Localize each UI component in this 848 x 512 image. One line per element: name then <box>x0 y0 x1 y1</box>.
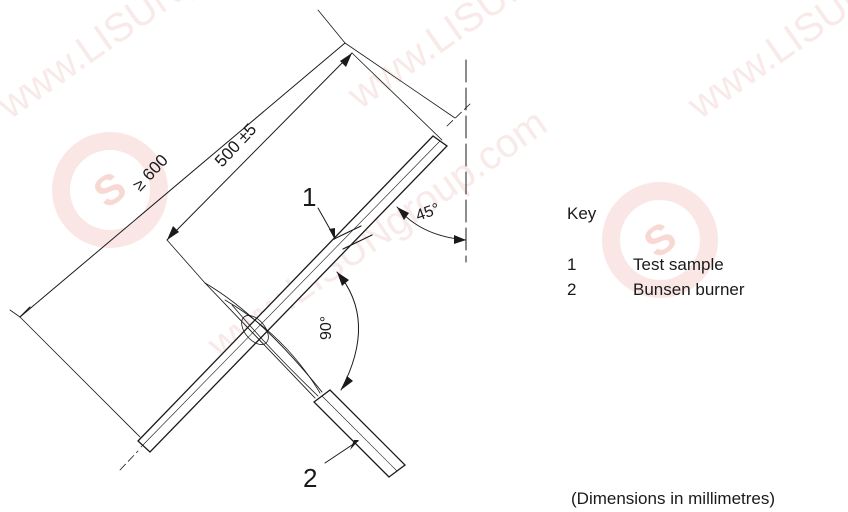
angle-90-arc <box>336 271 359 391</box>
key-title: Key <box>567 204 597 223</box>
key-item-label: Bunsen burner <box>633 280 745 299</box>
watermark-text: www.LISUNgroup.com <box>0 0 345 128</box>
sample-length-label: 500 ±5 <box>211 120 260 171</box>
bunsen-burner <box>313 389 406 478</box>
key-item-bunsen-burner: 2 Bunsen burner <box>567 280 745 300</box>
overall-dimension <box>9 9 456 438</box>
angle-45-arc <box>396 206 467 244</box>
key-item-label: Test sample <box>633 255 724 274</box>
watermark-text: www.LISUNgroup.com <box>679 0 848 128</box>
key-item-test-sample: 1 Test sample <box>567 255 724 275</box>
watermark: S S www.LISUNgroup.com www.LISUNgroup.co… <box>0 0 848 368</box>
key-item-number: 2 <box>567 280 577 299</box>
callout-1-label: 1 <box>302 182 316 212</box>
angle-90-label: 90° <box>318 316 335 340</box>
callout-2-label: 2 <box>303 463 317 493</box>
test-sample <box>119 103 471 471</box>
key-item-number: 1 <box>567 255 577 274</box>
burner-flame <box>204 282 323 399</box>
sample-length-dimension <box>166 52 443 284</box>
dimensions-note: (Dimensions in millimetres) <box>571 489 776 508</box>
watermark-text: www.LISUNgroup.com <box>339 0 695 118</box>
